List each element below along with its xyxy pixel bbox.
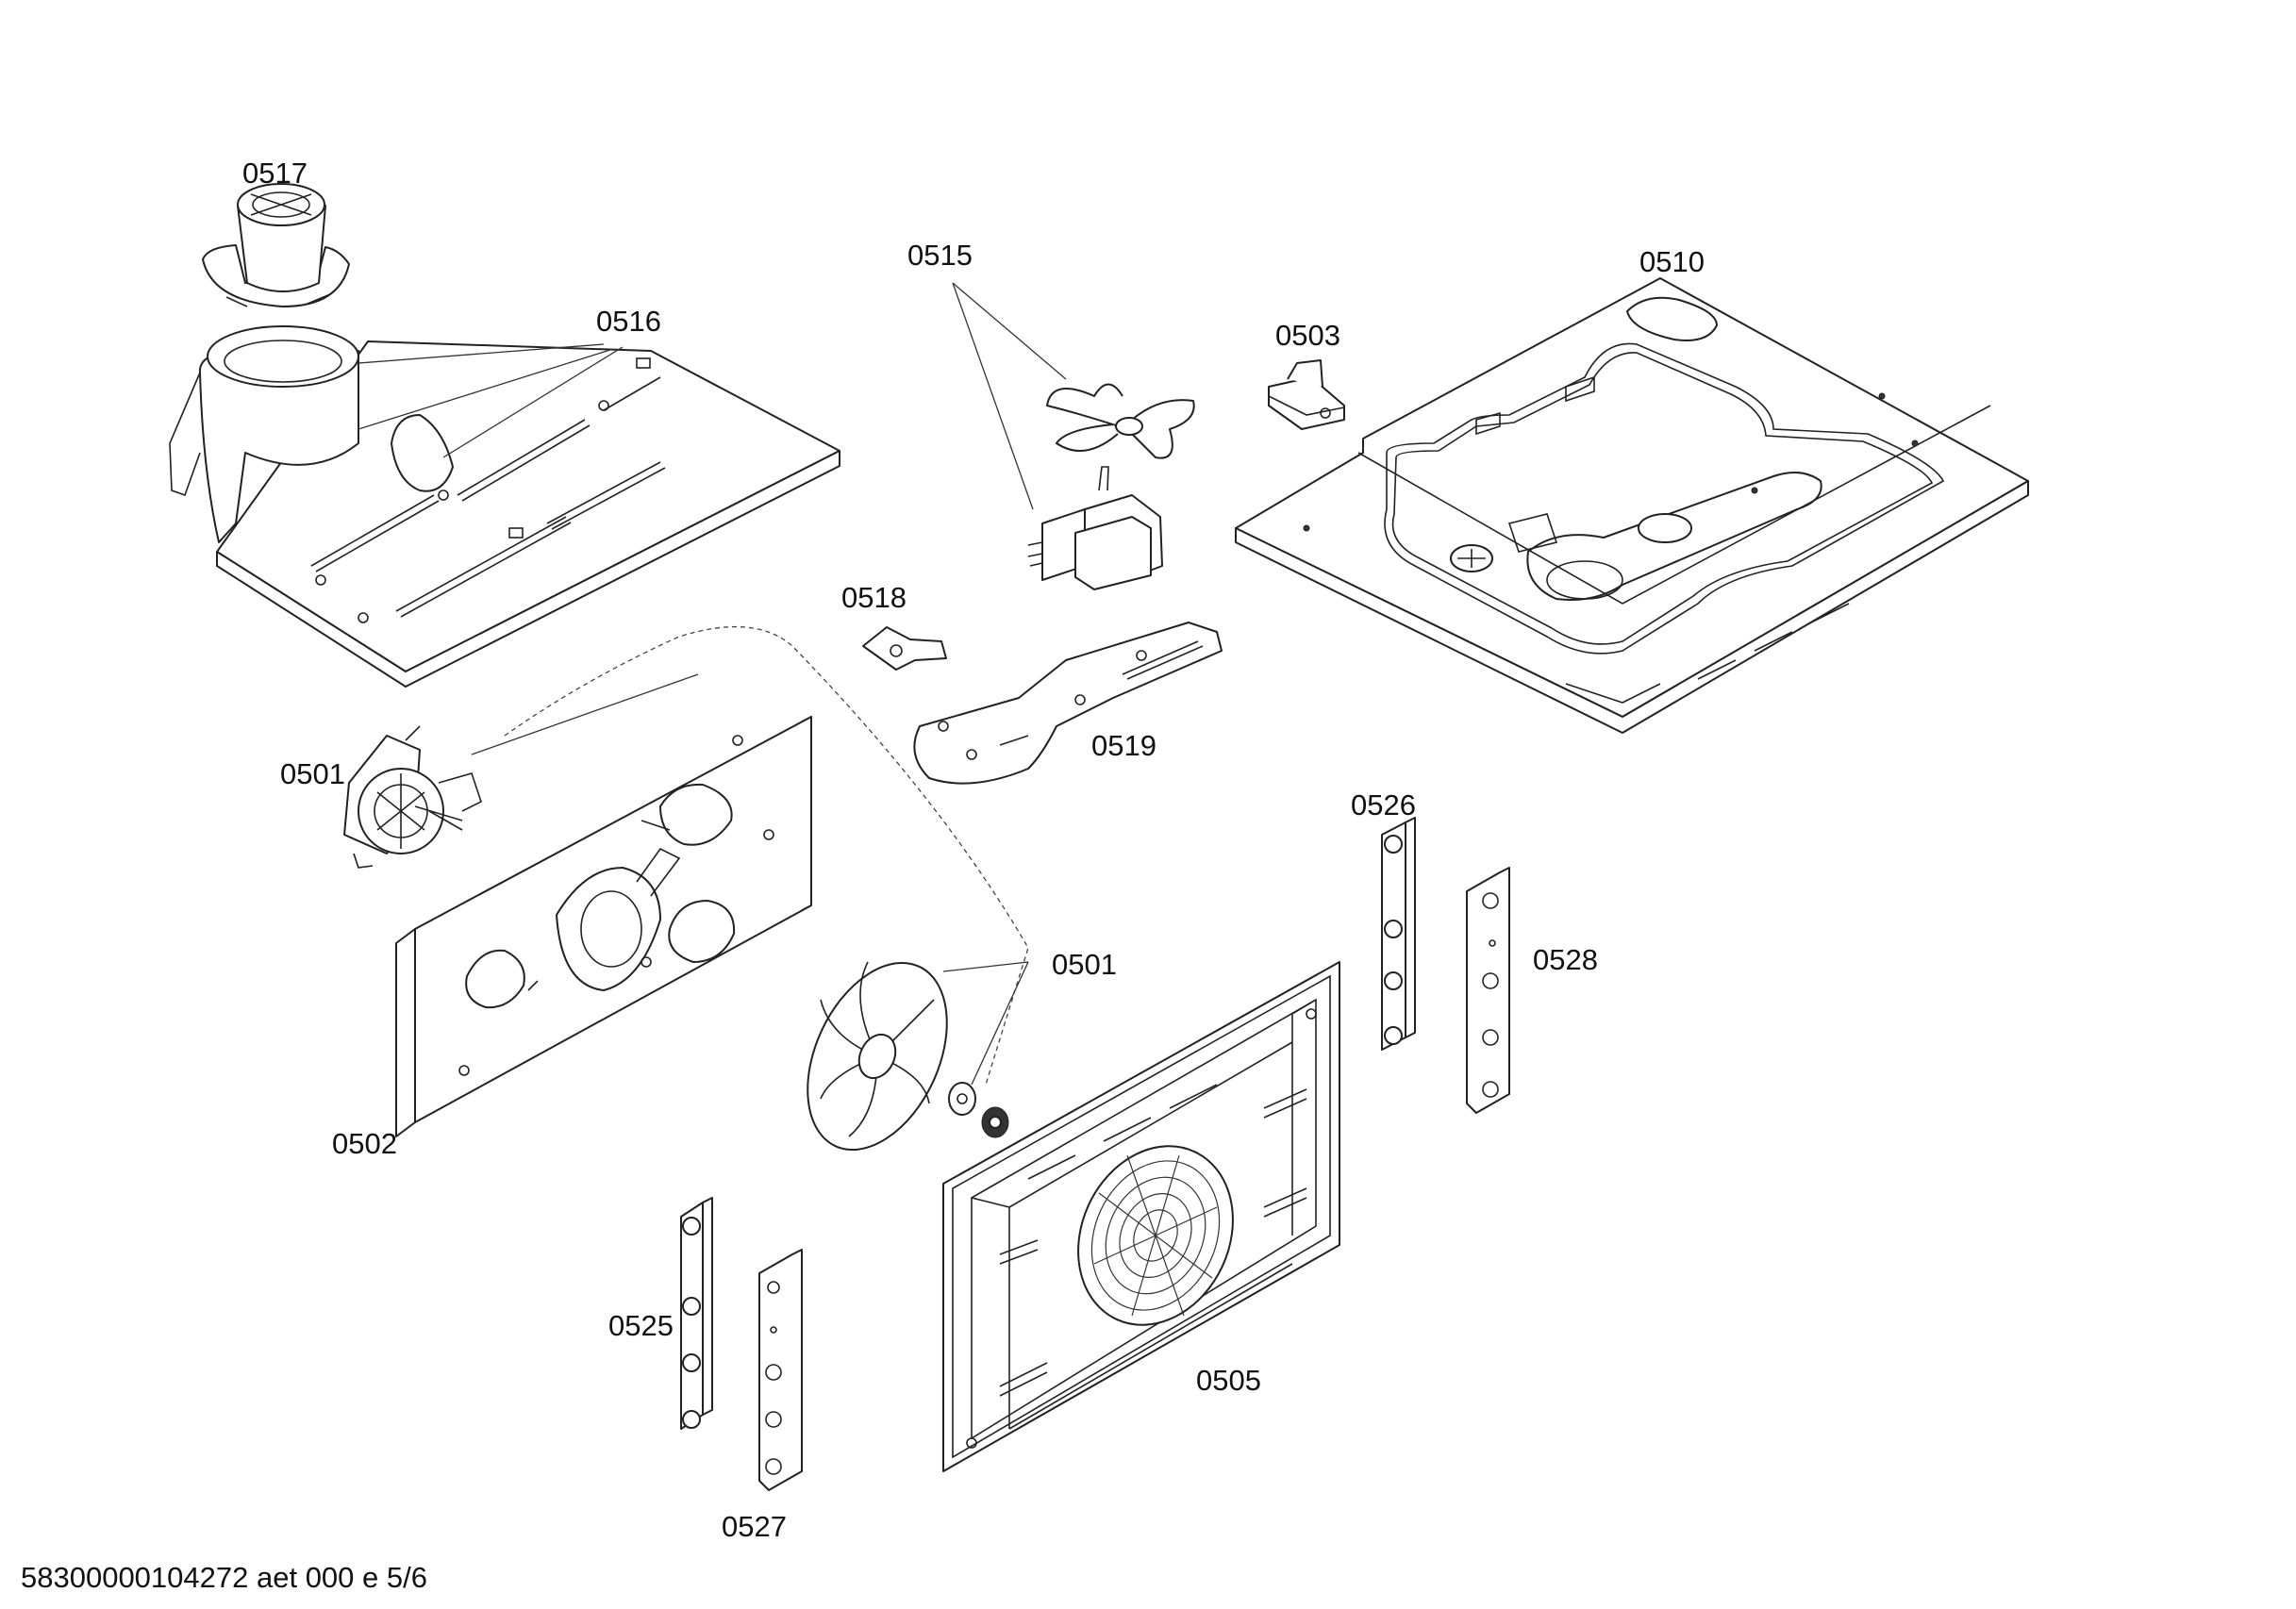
part-0526-side-rail[interactable] xyxy=(1381,817,1416,1051)
part-0503-thermostat[interactable] xyxy=(1268,359,1345,430)
part-0501-convection-fan[interactable] xyxy=(780,940,1029,1171)
callout-0518: 0518 xyxy=(841,581,907,614)
callout-0515: 0515 xyxy=(907,239,973,272)
callout-0502: 0502 xyxy=(332,1127,397,1160)
part-0517-duct-cap[interactable] xyxy=(202,183,350,307)
document-footer-id: 58300000104272 aet 000 e 5/6 xyxy=(21,1561,427,1594)
callout-0501-fan: 0501 xyxy=(1052,948,1117,981)
part-0518-bracket[interactable] xyxy=(862,626,947,671)
part-0527-side-bracket[interactable] xyxy=(758,1249,803,1491)
callout-0527: 0527 xyxy=(722,1510,787,1543)
part-0505-cavity-back[interactable] xyxy=(942,961,1340,1472)
callout-0501-motor: 0501 xyxy=(280,757,345,790)
callout-0517: 0517 xyxy=(242,157,308,190)
callout-0510: 0510 xyxy=(1639,245,1705,278)
part-0510-top-plate[interactable] xyxy=(1235,277,2029,734)
callout-0505: 0505 xyxy=(1196,1364,1261,1397)
part-0515-cooling-motor[interactable] xyxy=(952,282,1195,590)
callout-0516: 0516 xyxy=(596,305,661,338)
callout-0525: 0525 xyxy=(608,1309,674,1342)
part-0501-tangential-motor[interactable] xyxy=(343,673,699,869)
part-0525-side-rail[interactable] xyxy=(680,1197,713,1430)
part-0528-side-bracket[interactable] xyxy=(1466,867,1510,1114)
callout-0503: 0503 xyxy=(1275,319,1340,352)
part-0516-air-duct[interactable] xyxy=(169,325,840,688)
part-0519-cover-plate[interactable] xyxy=(913,622,1223,785)
callout-0526: 0526 xyxy=(1351,788,1416,821)
callout-0519: 0519 xyxy=(1091,729,1156,762)
callout-0528: 0528 xyxy=(1533,943,1598,976)
part-0502-rear-wall[interactable] xyxy=(395,625,1029,1137)
